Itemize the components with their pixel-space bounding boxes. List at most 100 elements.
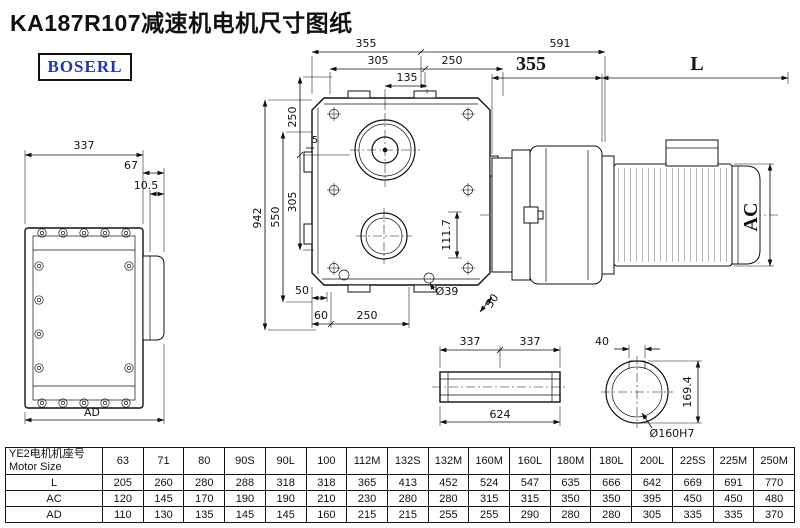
dimension-value-cell: 255 bbox=[427, 506, 470, 523]
motor-size-header-cell: 180M bbox=[549, 447, 592, 475]
dimension-value-cell: 215 bbox=[386, 506, 429, 523]
dim-left-942: 942 bbox=[251, 208, 264, 229]
dimension-value-cell: 210 bbox=[305, 490, 348, 507]
motor-size-header-cell: 112M bbox=[346, 447, 388, 475]
dimension-value-cell: 160 bbox=[305, 506, 348, 523]
dim-top-591: 591 bbox=[550, 37, 571, 50]
dimension-value-cell: 290 bbox=[509, 506, 551, 523]
dimension-value-cell: 145 bbox=[142, 490, 185, 507]
motor-size-header-cell: 80 bbox=[183, 447, 226, 475]
dimension-value-cell: 255 bbox=[468, 506, 511, 523]
motor-cooling-fins bbox=[618, 168, 730, 262]
dimension-value-cell: 350 bbox=[590, 490, 633, 507]
dim-shaft-337a: 337 bbox=[460, 335, 481, 348]
motor-size-header-cell: 132S bbox=[386, 447, 429, 475]
shaft-detail-view bbox=[432, 371, 568, 403]
row-label: AC bbox=[5, 490, 103, 507]
dim-front-width: 337 bbox=[74, 139, 95, 152]
dim-hub-depth: 67 bbox=[124, 159, 138, 172]
dimension-value-cell: 335 bbox=[712, 506, 755, 523]
dim-left-5: 5 bbox=[312, 135, 318, 146]
dim-adapter-355: 355 bbox=[516, 53, 546, 75]
dim-bottom-250: 250 bbox=[357, 309, 378, 322]
dimension-value-cell: 315 bbox=[509, 490, 551, 507]
motor-view-dimensions: 355 L AC bbox=[491, 53, 789, 267]
motor-size-header-cell: 100 bbox=[305, 447, 348, 475]
dim-top-355: 355 bbox=[356, 37, 377, 50]
dimension-value-cell: 450 bbox=[671, 490, 714, 507]
dim-top-135: 135 bbox=[397, 71, 418, 84]
dimension-value-cell: 480 bbox=[753, 490, 795, 507]
dimension-value-cell: 280 bbox=[183, 474, 226, 491]
dimension-value-cell: 669 bbox=[671, 474, 714, 491]
dimension-value-cell: 230 bbox=[346, 490, 388, 507]
dimension-value-cell: 135 bbox=[183, 506, 226, 523]
dim-key-height-169-4: 169.4 bbox=[681, 376, 694, 408]
motor-size-header-cell: 90L bbox=[264, 447, 307, 475]
front-view-dimensions: 337 67 10.5 AD bbox=[24, 139, 165, 424]
dim-key-40: 40 bbox=[595, 335, 609, 348]
technical-drawing: 337 67 10.5 AD bbox=[24, 37, 789, 440]
dimension-value-cell: 280 bbox=[549, 506, 592, 523]
dim-shaft-624: 624 bbox=[490, 408, 511, 421]
dim-bottom-dia39: Ø39 bbox=[436, 285, 459, 298]
dimension-value-cell: 130 bbox=[142, 506, 185, 523]
dimension-value-cell: 170 bbox=[183, 490, 226, 507]
shaft-view-dimensions: 337 337 624 bbox=[439, 335, 561, 426]
fan-cowl bbox=[731, 165, 761, 265]
dim-shaft-337b: 337 bbox=[520, 335, 541, 348]
motor-size-header-cell: 250M bbox=[753, 447, 795, 475]
dimension-value-cell: 280 bbox=[386, 490, 429, 507]
dim-motor-AC: AC bbox=[740, 203, 762, 232]
brand-logo-text: BOSERL bbox=[47, 57, 123, 76]
dimension-value-cell: 215 bbox=[346, 506, 388, 523]
motor-size-header-cell: 132M bbox=[427, 447, 470, 475]
dim-bore-dia-160H7: Ø160H7 bbox=[650, 427, 695, 440]
dim-left-305: 305 bbox=[286, 192, 299, 213]
dimension-value-cell: 280 bbox=[427, 490, 470, 507]
dimension-value-cell: 205 bbox=[102, 474, 144, 491]
dimension-value-cell: 770 bbox=[753, 474, 795, 491]
dim-right-111-7: 111.7 bbox=[440, 219, 453, 251]
dimension-value-cell: 691 bbox=[712, 474, 755, 491]
dimension-value-cell: 666 bbox=[590, 474, 633, 491]
dim-motor-L: L bbox=[690, 53, 703, 75]
row-label: L bbox=[5, 474, 103, 491]
dim-bottom-60: 60 bbox=[314, 309, 328, 322]
dimension-value-cell: 315 bbox=[468, 490, 511, 507]
shaft-end-dimensions: 40 169.4 Ø160H7 bbox=[595, 335, 702, 440]
dimension-value-cell: 145 bbox=[264, 506, 307, 523]
page-title: KA187R107减速机电机尺寸图纸 bbox=[10, 10, 353, 36]
motor-size-header-cell: 160M bbox=[468, 447, 511, 475]
motor-size-header-cell: 63 bbox=[102, 447, 144, 475]
dimension-value-cell: 642 bbox=[631, 474, 673, 491]
dim-top-250: 250 bbox=[442, 54, 463, 67]
front-view bbox=[24, 227, 165, 409]
dimension-value-cell: 395 bbox=[631, 490, 673, 507]
motor-size-header-cell: 225S bbox=[671, 447, 714, 475]
dimension-value-cell: 370 bbox=[753, 506, 795, 523]
dim-left-250: 250 bbox=[286, 107, 299, 128]
dim-top-305: 305 bbox=[368, 54, 389, 67]
dim-left-550: 550 bbox=[269, 207, 282, 228]
dim-front-overall: AD bbox=[84, 406, 100, 419]
dimension-value-cell: 413 bbox=[386, 474, 429, 491]
dimension-value-cell: 365 bbox=[346, 474, 388, 491]
dimension-value-cell: 260 bbox=[142, 474, 185, 491]
dimension-value-cell: 280 bbox=[590, 506, 633, 523]
motor-size-header-cell: 160L bbox=[509, 447, 551, 475]
dimension-value-cell: 288 bbox=[224, 474, 266, 491]
dimension-value-cell: 120 bbox=[102, 490, 144, 507]
dimension-value-cell: 190 bbox=[264, 490, 307, 507]
motor-size-header-cell: 180L bbox=[590, 447, 633, 475]
dimension-value-cell: 145 bbox=[224, 506, 266, 523]
dimension-value-cell: 110 bbox=[102, 506, 144, 523]
row-label: AD bbox=[5, 506, 103, 523]
motor-size-header-cell: 200L bbox=[631, 447, 673, 475]
